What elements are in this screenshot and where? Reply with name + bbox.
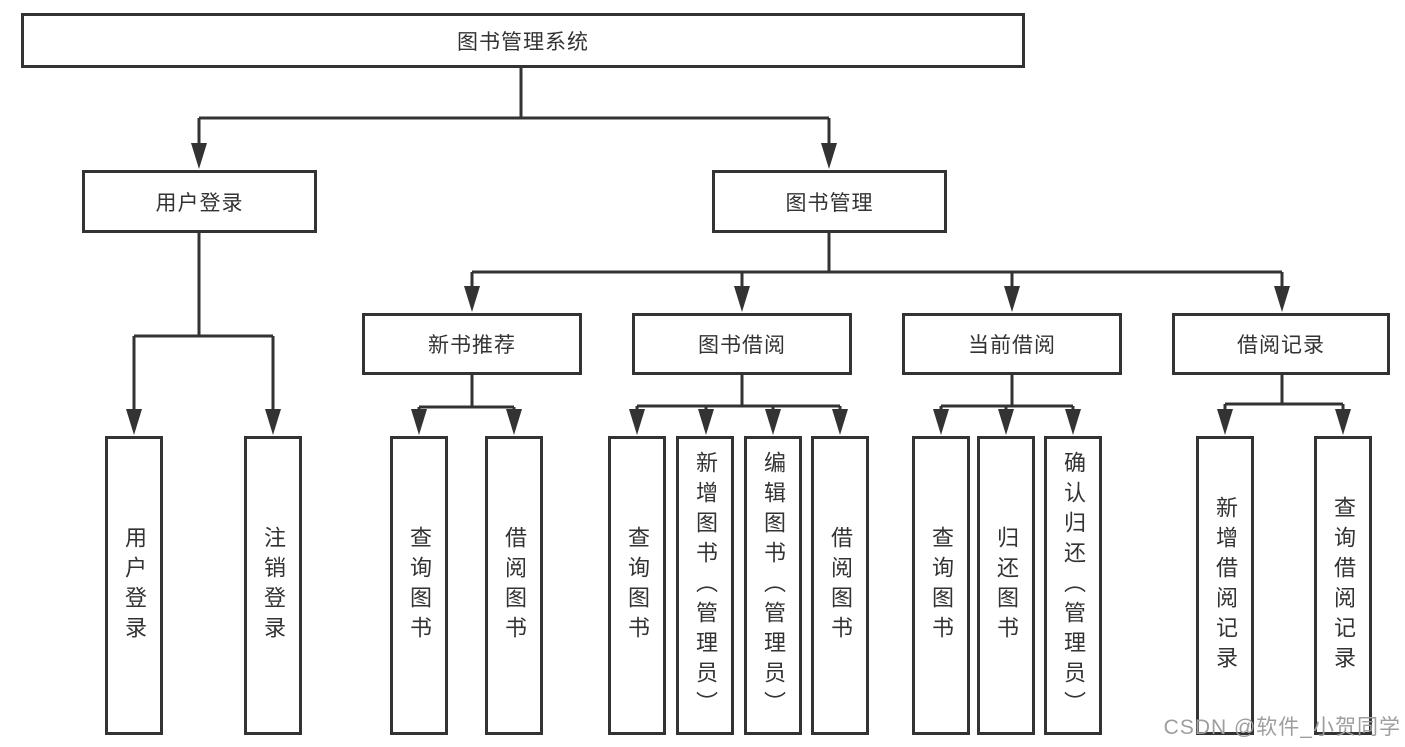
leaf-add-books-admin: 新增图书（管理员）	[676, 436, 734, 735]
leaf-confirm-return-admin-label: 确认归还（管理员）	[1061, 450, 1086, 721]
connector-user-login-to-leaves	[132, 233, 275, 412]
arrowheads-book-borrowing-leaves	[629, 409, 848, 435]
leaf-query-books-borrowing: 查询图书	[608, 436, 666, 735]
csdn-watermark: CSDN @软件_小贺同学	[1163, 716, 1401, 739]
leaf-logout: 注销登录	[244, 436, 302, 735]
arrowheads-level2	[191, 143, 837, 169]
node-book-borrowing: 图书借阅	[632, 313, 852, 375]
connector-book-borrowing-to-leaves	[635, 375, 842, 412]
node-user-login-label: 用户登录	[155, 191, 244, 215]
connector-borrowing-records-to-leaves	[1223, 375, 1345, 412]
connector-root-to-level2	[197, 68, 831, 146]
node-borrowing-records-label: 借阅记录	[1237, 334, 1325, 357]
node-user-login: 用户登录	[82, 170, 317, 233]
leaf-query-borrow-record: 查询借阅记录	[1314, 436, 1372, 735]
leaf-return-books-label: 归还图书	[994, 525, 1019, 646]
node-borrowing-records: 借阅记录	[1172, 313, 1390, 375]
node-book-borrowing-label: 图书借阅	[698, 334, 786, 357]
leaf-query-books-recommend-label: 查询图书	[407, 525, 432, 646]
arrowheads-level3	[464, 286, 1290, 312]
connector-current-borrowing-to-leaves	[939, 375, 1075, 412]
leaf-edit-books-admin-label: 编辑图书（管理员）	[761, 450, 786, 721]
leaf-confirm-return-admin: 确认归还（管理员）	[1044, 436, 1102, 735]
leaf-user-login-label: 用户登录	[122, 525, 147, 646]
leaf-borrow-books-borrowing-label: 借阅图书	[828, 525, 853, 646]
node-book-management: 图书管理	[712, 170, 947, 233]
leaf-query-books-recommend: 查询图书	[390, 436, 448, 735]
leaf-edit-books-admin: 编辑图书（管理员）	[744, 436, 802, 735]
arrowheads-borrowing-records-leaves	[1217, 409, 1351, 435]
arrowheads-new-book-leaves	[411, 409, 522, 435]
connector-new-book-to-leaves	[417, 375, 516, 412]
leaf-borrow-books-recommend-label: 借阅图书	[502, 525, 527, 646]
node-book-management-label: 图书管理	[785, 191, 874, 215]
leaf-query-borrow-record-label: 查询借阅记录	[1331, 495, 1356, 676]
leaf-return-books: 归还图书	[977, 436, 1035, 735]
node-root: 图书管理系统	[21, 13, 1025, 68]
connector-book-management-to-level3	[470, 233, 1284, 288]
arrowheads-current-borrowing-leaves	[933, 409, 1081, 435]
leaf-add-borrow-record: 新增借阅记录	[1196, 436, 1254, 735]
leaf-query-books-current: 查询图书	[912, 436, 970, 735]
leaf-borrow-books-borrowing: 借阅图书	[811, 436, 869, 735]
node-root-label: 图书管理系统	[457, 30, 589, 54]
node-current-borrowing: 当前借阅	[902, 313, 1122, 375]
leaf-logout-label: 注销登录	[261, 525, 286, 646]
leaf-add-borrow-record-label: 新增借阅记录	[1213, 495, 1238, 676]
leaf-query-books-current-label: 查询图书	[929, 525, 954, 646]
leaf-query-books-borrowing-label: 查询图书	[625, 525, 650, 646]
node-current-borrowing-label: 当前借阅	[968, 334, 1056, 357]
leaf-user-login: 用户登录	[105, 436, 163, 735]
arrowheads-user-login-leaves	[126, 409, 281, 435]
node-new-book-recommend-label: 新书推荐	[428, 334, 516, 357]
node-new-book-recommend: 新书推荐	[362, 313, 582, 375]
leaf-borrow-books-recommend: 借阅图书	[485, 436, 543, 735]
leaf-add-books-admin-label: 新增图书（管理员）	[693, 450, 718, 721]
